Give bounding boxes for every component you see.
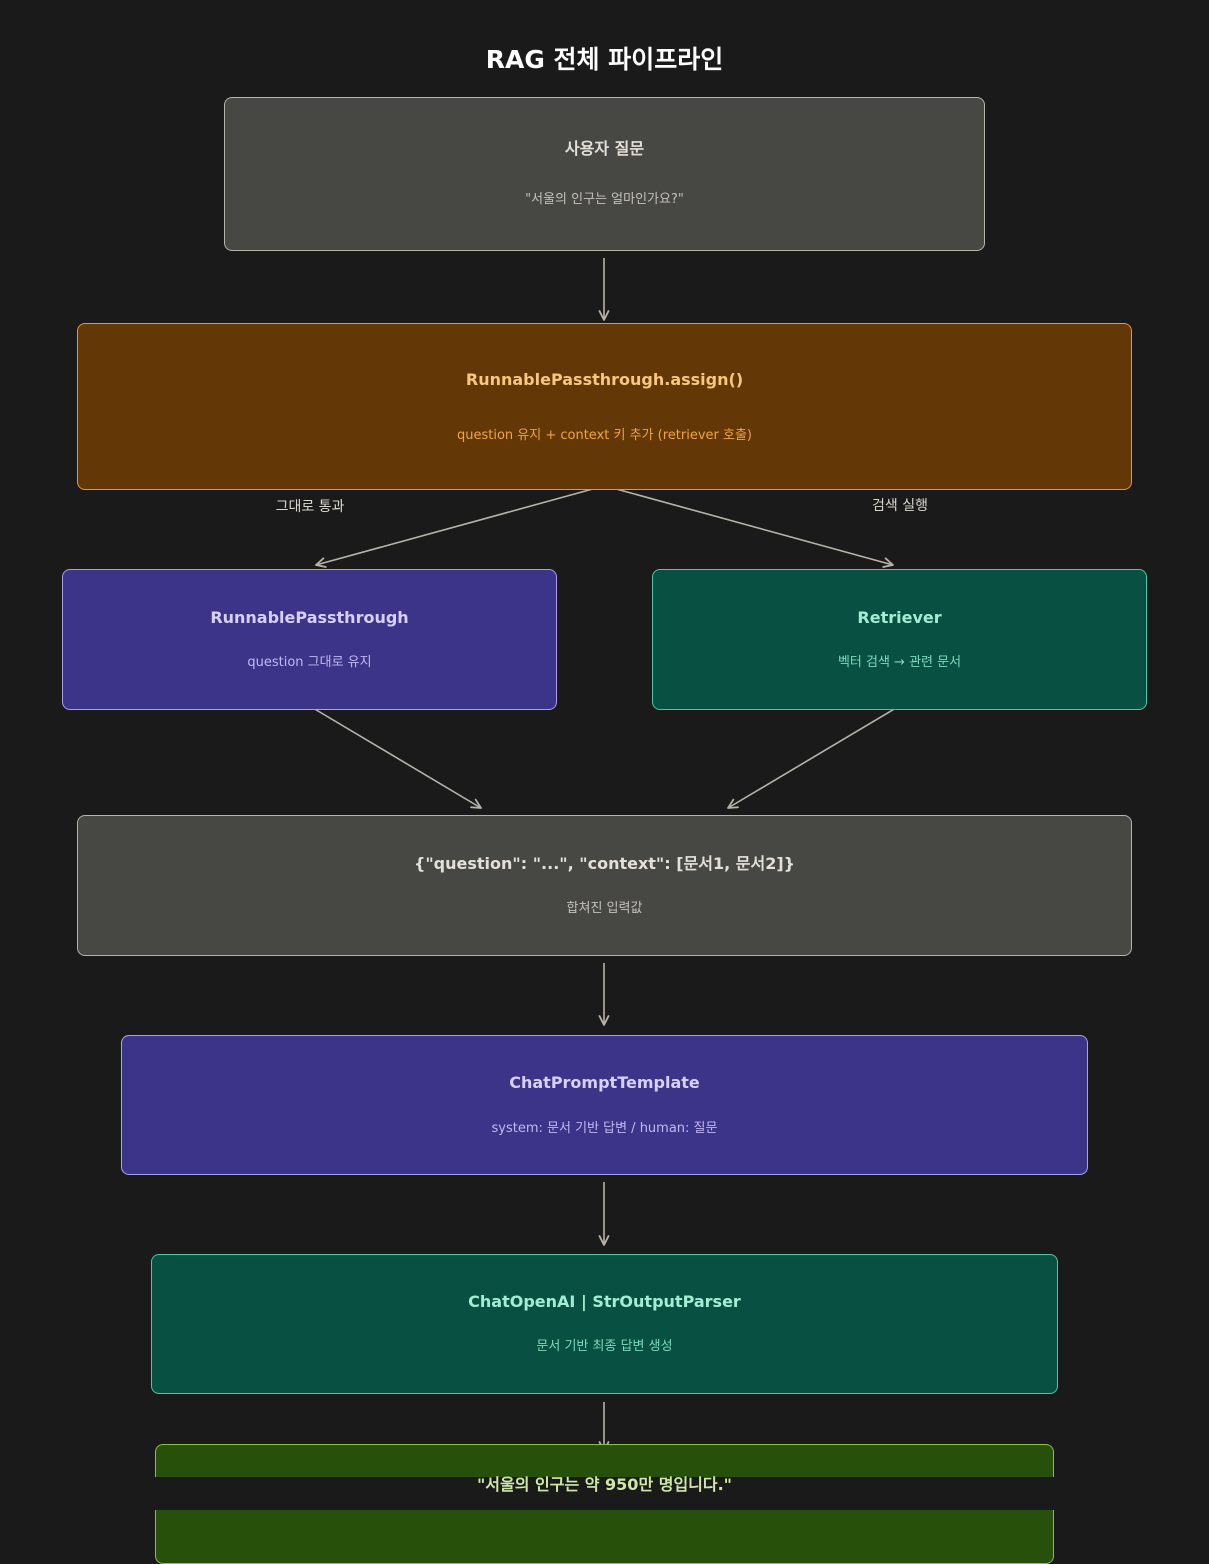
merged-input-title: {"question": "...", "context": [문서1, 문서2…	[413, 854, 796, 873]
retriever-subtitle: 벡터 검색 → 관련 문서	[837, 655, 962, 670]
prompt-template-node: ChatPromptTemplate system: 문서 기반 답변 / hu…	[121, 1035, 1088, 1175]
user-question-subtitle: "서울의 인구는 얼마인가요?"	[525, 192, 684, 207]
merged-input-node: {"question": "...", "context": [문서1, 문서2…	[77, 815, 1132, 956]
passthrough-title: RunnablePassthrough	[210, 608, 409, 627]
user-question-node: 사용자 질문 "서울의 인구는 얼마인가요?"	[224, 97, 985, 251]
flow-arrows	[312, 258, 897, 1452]
passthrough-node: RunnablePassthrough question 그대로 유지	[62, 569, 557, 710]
arrow-assign-to-passthrough	[315, 486, 601, 568]
arrow-passthrough-to-merged	[312, 707, 482, 809]
arrow-assign-to-retriever	[608, 486, 894, 568]
llm-parser-subtitle: 문서 기반 최종 답변 생성	[536, 1339, 673, 1354]
passthrough-assign-title: RunnablePassthrough.assign()	[465, 370, 744, 389]
retriever-node: Retriever 벡터 검색 → 관련 문서	[652, 569, 1147, 710]
arrow-retriever-to-merged	[727, 707, 897, 809]
edge-label-pass-through: 그대로 통과	[275, 499, 345, 515]
prompt-template-subtitle: system: 문서 기반 답변 / human: 질문	[491, 1121, 718, 1136]
passthrough-subtitle: question 그대로 유지	[247, 655, 372, 670]
final-answer-text: "서울의 인구는 약 950만 명입니다."	[476, 1475, 733, 1494]
retriever-title: Retriever	[857, 608, 942, 627]
llm-parser-node: ChatOpenAI | StrOutputParser 문서 기반 최종 답변…	[151, 1254, 1058, 1394]
passthrough-assign-subtitle: question 유지 + context 키 추가 (retriever 호출…	[457, 428, 752, 443]
diagram-title: RAG 전체 파이프라인	[485, 45, 724, 74]
prompt-template-title: ChatPromptTemplate	[509, 1073, 700, 1092]
passthrough-assign-node: RunnablePassthrough.assign() question 유지…	[77, 323, 1132, 490]
edge-label-search-run: 검색 실행	[872, 498, 928, 514]
merged-input-subtitle: 합쳐진 입력값	[566, 901, 643, 916]
llm-parser-title: ChatOpenAI | StrOutputParser	[468, 1292, 741, 1311]
user-question-title: 사용자 질문	[564, 139, 645, 158]
bottom-mask	[0, 1477, 1209, 1510]
